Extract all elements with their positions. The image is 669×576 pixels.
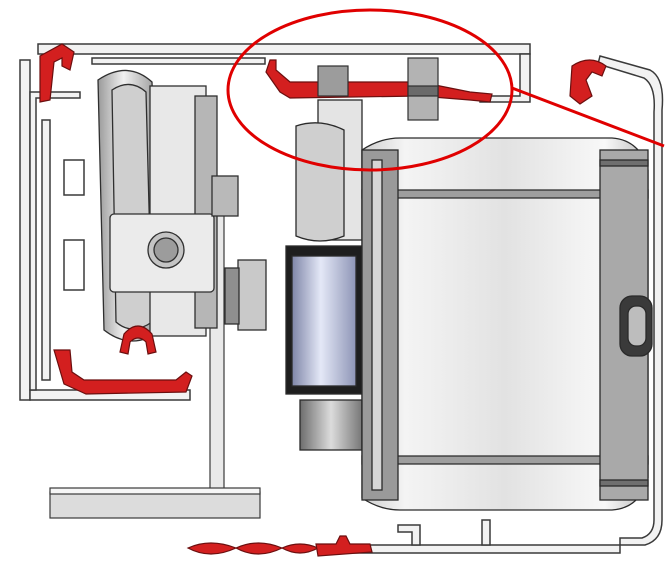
seal-bottom-left [53,349,193,395]
profile-left-inner-wall [41,119,51,381]
pin-left [317,65,349,97]
profile-left-slot-1 [63,159,85,196]
profile-top-rail-inner [91,57,266,65]
nut-lower-side [224,267,240,325]
seal-bottom-segment-3 [280,543,320,554]
base-foot-top [49,487,261,495]
nut-upper [211,175,239,217]
motor-lens [291,255,357,387]
top-pins [317,57,439,121]
motor-fin-1 [599,159,649,167]
callout-leader-line [511,86,665,148]
profile-right-curve [597,55,664,546]
nut-lower [237,259,267,331]
motor-lower-cap [299,399,363,451]
base-foot [49,491,261,519]
profile-left-wall [19,59,31,401]
profile-left-slot-2 [63,239,85,291]
callout [226,8,665,172]
motor-assembly [285,99,653,511]
seal-bottom-segment-1 [186,542,238,555]
motor-fin-2 [599,479,649,487]
seal-bottom-left-hook [119,325,157,355]
profile-left-step [29,91,81,391]
callout-ellipse [226,8,514,172]
profile-bottom-step-1 [397,524,421,546]
axle-bolt-inner [153,237,179,263]
seal-top-left [39,43,75,103]
seal-top-center [265,59,493,103]
profile-bottom-rail [329,544,621,554]
profile-bottom-step-2 [481,519,491,546]
motor-right-slot-inner [627,305,647,347]
seal-bottom-segment-2 [234,542,284,555]
motor-left-face-highlight [371,159,383,491]
pin-right-shade [407,85,439,97]
upper-pulley [295,122,345,242]
wheel-assembly [97,69,267,342]
profile-top-rail [37,43,531,55]
seal-bottom-right [315,535,373,557]
seal-top-right [569,59,607,105]
